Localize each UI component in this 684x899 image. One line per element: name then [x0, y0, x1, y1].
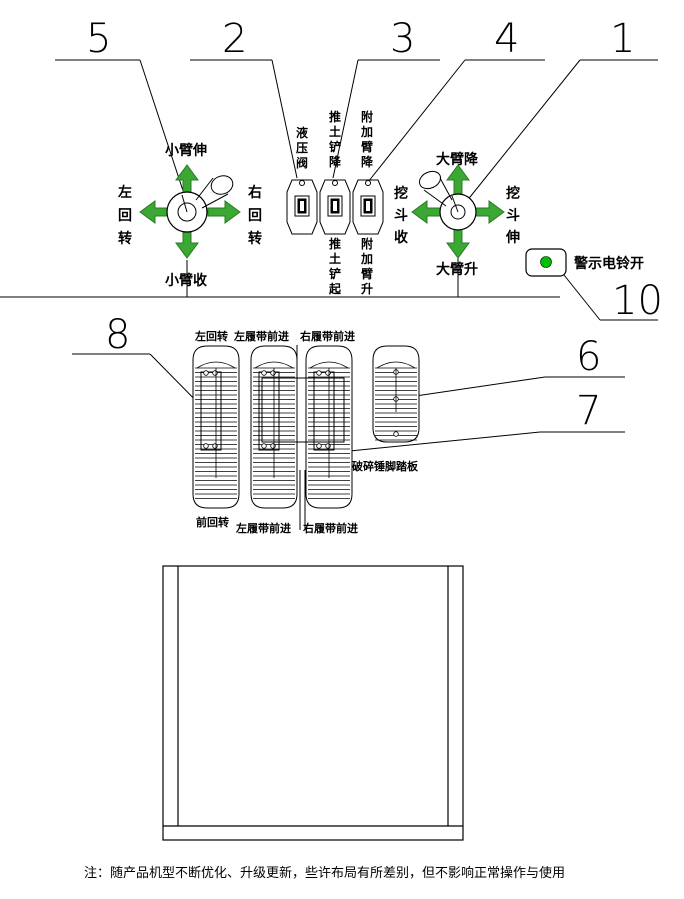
svg-text:土: 土: [329, 251, 341, 266]
track-pedal-bracket: [261, 377, 345, 443]
callout-7: 7: [576, 388, 601, 434]
svg-text:转: 转: [248, 230, 262, 247]
svg-text:挖: 挖: [394, 185, 408, 202]
svg-text:起: 起: [328, 281, 342, 296]
svg-text:附: 附: [361, 109, 373, 124]
svg-text:升: 升: [361, 281, 373, 296]
label-boom-raise: 大臂升: [436, 261, 478, 278]
label-boom-lower: 大臂降: [436, 151, 479, 168]
leader-lines: [0, 59, 658, 530]
label-left-track-forward-top: 左履带前进: [233, 329, 289, 343]
svg-text:铲: 铲: [329, 139, 341, 154]
label-right-rotate: 右 回 转: [247, 184, 262, 247]
callout-numbers: 5 2 3 4 1 8 6 7 10: [86, 16, 663, 434]
label-arm-retract: 小臂收: [165, 272, 208, 289]
svg-text:转: 转: [118, 230, 132, 247]
callout-10: 10: [612, 278, 663, 324]
svg-text:回: 回: [248, 208, 262, 224]
svg-text:土: 土: [329, 124, 341, 139]
label-bucket-curl: 挖 斗 收: [394, 185, 409, 246]
right-joystick[interactable]: [411, 164, 505, 259]
label-front-rotate-pedal: 前回转: [196, 515, 229, 529]
callout-3: 3: [390, 16, 415, 62]
left-joystick[interactable]: [139, 164, 241, 259]
svg-text:附: 附: [361, 236, 373, 251]
svg-text:降: 降: [361, 154, 374, 169]
svg-text:压: 压: [296, 141, 308, 155]
alarm-bell-label: 警示电铃开: [574, 255, 644, 272]
callout-2: 2: [222, 16, 247, 62]
svg-text:臂: 臂: [361, 139, 373, 154]
right-track-pedal[interactable]: [305, 345, 353, 509]
left-joystick-arrows: [139, 164, 241, 259]
svg-text:铲: 铲: [329, 266, 341, 281]
label-right-track-forward-bottom: 右履带前进: [302, 521, 358, 535]
label-arm-extend: 小臂伸: [165, 142, 207, 159]
svg-text:收: 收: [394, 229, 409, 246]
alarm-indicator-light: [540, 256, 552, 268]
switch-bank: [286, 179, 384, 235]
svg-text:推: 推: [329, 109, 341, 124]
label-bucket-extend: 挖 斗 伸: [505, 185, 520, 246]
callout-5: 5: [86, 16, 111, 62]
footnote: 注：随产品机型不断优化、升级更新，些许布局有所差别，但不影响正常操作与使用: [84, 865, 565, 881]
left-rotate-pedal[interactable]: [192, 345, 240, 509]
svg-text:挖: 挖: [506, 185, 520, 202]
callout-8: 8: [105, 312, 130, 358]
svg-text:斗: 斗: [506, 208, 520, 224]
alarm-bell-switch[interactable]: [525, 248, 567, 277]
svg-text:加: 加: [360, 124, 373, 139]
breaker-hammer-pedal[interactable]: [372, 345, 420, 443]
svg-text:阀: 阀: [296, 156, 308, 170]
svg-text:推: 推: [329, 236, 341, 251]
svg-text:回: 回: [118, 208, 132, 224]
dozer-blade-switch[interactable]: [319, 179, 351, 235]
foot-pedals: [192, 345, 420, 509]
svg-text:左: 左: [117, 184, 132, 201]
svg-text:伸: 伸: [505, 229, 520, 246]
callout-6: 6: [576, 334, 601, 380]
label-right-track-forward-top: 右履带前进: [299, 329, 355, 343]
auxiliary-arm-switch[interactable]: [352, 179, 384, 235]
hydraulic-valve-switch[interactable]: [286, 179, 318, 235]
svg-text:右: 右: [247, 184, 262, 201]
label-left-track-forward-bottom: 左履带前进: [235, 521, 291, 535]
pedal-labels: 左回转 左履带前进 右履带前进 前回转 左履带前进 右履带前进 破碎锤脚踏板: [194, 329, 419, 535]
switch-bottom-labels: 推 土 铲 起 附 加 臂 升: [328, 236, 373, 296]
svg-text:斗: 斗: [394, 208, 408, 224]
svg-text:降: 降: [329, 154, 342, 169]
right-joystick-arrows: [411, 164, 505, 259]
left-track-pedal[interactable]: [250, 345, 298, 509]
svg-text:液: 液: [296, 125, 308, 140]
label-left-rotate-pedal: 左回转: [194, 329, 228, 343]
callout-4: 4: [494, 16, 519, 62]
label-left-rotate: 左 回 转: [117, 184, 132, 247]
svg-text:臂: 臂: [361, 266, 373, 281]
label-breaker-pedal: 破碎锤脚踏板: [352, 459, 419, 473]
seat-frame: [162, 565, 464, 841]
switch-top-labels: 液 压 阀 推 土 铲 降 附 加 臂 降: [296, 109, 374, 170]
callout-1: 1: [610, 16, 635, 62]
svg-text:加: 加: [360, 251, 373, 266]
